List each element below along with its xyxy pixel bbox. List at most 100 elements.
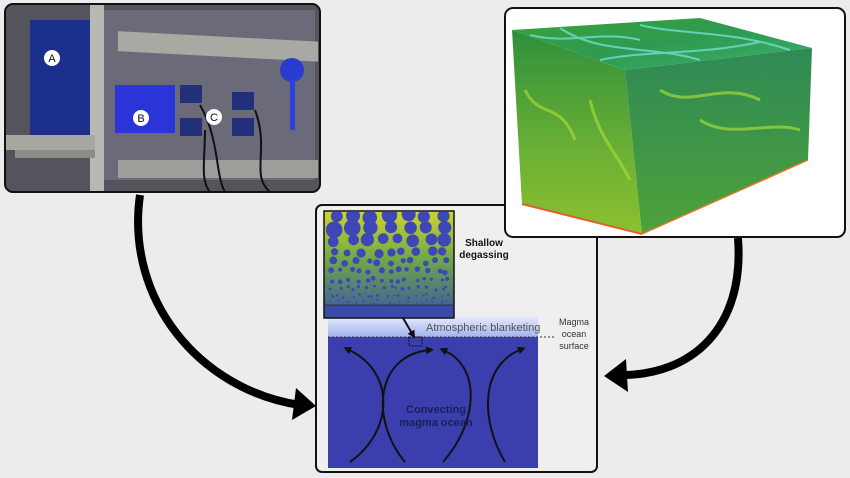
label-b-marker (133, 110, 149, 126)
bubble (373, 259, 381, 267)
bubble (365, 278, 371, 283)
bubble (350, 266, 356, 272)
label-c: C (210, 112, 218, 124)
bubble (337, 279, 343, 285)
bubble (328, 287, 332, 291)
bubble (400, 258, 406, 264)
bubble (387, 248, 396, 257)
bubble (376, 298, 379, 302)
bubble (378, 267, 385, 274)
bubble (388, 302, 391, 305)
bubble (434, 288, 438, 292)
bubble (389, 279, 394, 284)
bubble (406, 234, 420, 248)
bubble (400, 287, 405, 291)
bubble (401, 212, 416, 222)
bubble (407, 296, 411, 299)
bubble (437, 268, 443, 274)
bubble (363, 220, 378, 235)
bubble (415, 294, 418, 297)
bubble (352, 256, 360, 265)
bubble (431, 300, 434, 303)
bubble (432, 257, 438, 264)
bubble (384, 221, 398, 234)
surface-label-2: ocean (562, 329, 587, 339)
bubble (388, 260, 394, 267)
bubble (422, 294, 425, 297)
bubble (358, 293, 361, 296)
bubble (442, 287, 446, 291)
bubble (414, 266, 421, 272)
bubble (356, 279, 361, 284)
bubble (397, 247, 405, 256)
arrow-simulation-to-schematic (604, 237, 743, 392)
bubble (381, 212, 398, 223)
bubble (417, 212, 430, 223)
bubble (343, 249, 351, 257)
bubble (422, 276, 426, 281)
bubble (335, 294, 339, 297)
bubble (394, 286, 397, 289)
bubble (348, 300, 351, 303)
bubble (407, 300, 409, 303)
bubble (423, 260, 429, 267)
bubble (398, 301, 401, 304)
bubble (393, 294, 396, 297)
bubble (374, 249, 384, 259)
bubble (355, 301, 357, 304)
bubble (337, 299, 340, 302)
bubble (392, 233, 403, 244)
bubble (406, 256, 414, 264)
bubble (341, 260, 348, 267)
bubble (438, 247, 447, 256)
bubble (419, 221, 432, 234)
bubble (393, 302, 395, 305)
surface-label-3: surface (559, 341, 589, 351)
bubble (352, 295, 356, 299)
bubble (424, 285, 429, 289)
bubble (432, 296, 436, 300)
label-a-marker (44, 50, 60, 66)
bubble (445, 300, 447, 303)
bubble (367, 258, 373, 264)
bubble (345, 301, 348, 303)
bubble (330, 248, 339, 256)
bubbles (325, 212, 452, 305)
bubble (356, 285, 360, 289)
bubble (444, 285, 448, 289)
lab-photo-frame (4, 3, 321, 193)
simulation-cube (512, 18, 812, 235)
bubble (362, 300, 365, 303)
bubble (377, 233, 389, 244)
bubble (445, 276, 450, 281)
bubble (404, 221, 417, 235)
bubble (329, 279, 335, 284)
bubble (382, 286, 386, 290)
bubble (429, 277, 434, 281)
lab-photo: A B C (5, 4, 320, 192)
bubble (375, 294, 379, 298)
bubble (388, 269, 394, 274)
label-b: B (137, 113, 144, 125)
bubble (345, 277, 351, 283)
bubble (442, 269, 448, 276)
bubble (443, 257, 450, 264)
bubble (329, 299, 332, 302)
bubble (367, 295, 370, 298)
bubble (416, 278, 420, 283)
arrow-photo-to-schematic (134, 194, 316, 420)
bubble (395, 279, 401, 284)
bubble (415, 301, 418, 304)
bubble (411, 247, 421, 256)
bubble (447, 293, 450, 296)
bubble (425, 267, 431, 274)
bubble (425, 233, 438, 246)
bubble (425, 299, 428, 302)
surface-label-1: Magma (559, 317, 589, 327)
bubble (416, 285, 420, 289)
bubble (365, 269, 371, 275)
inset-pointer-arrow (402, 317, 416, 339)
bubble (395, 266, 402, 273)
